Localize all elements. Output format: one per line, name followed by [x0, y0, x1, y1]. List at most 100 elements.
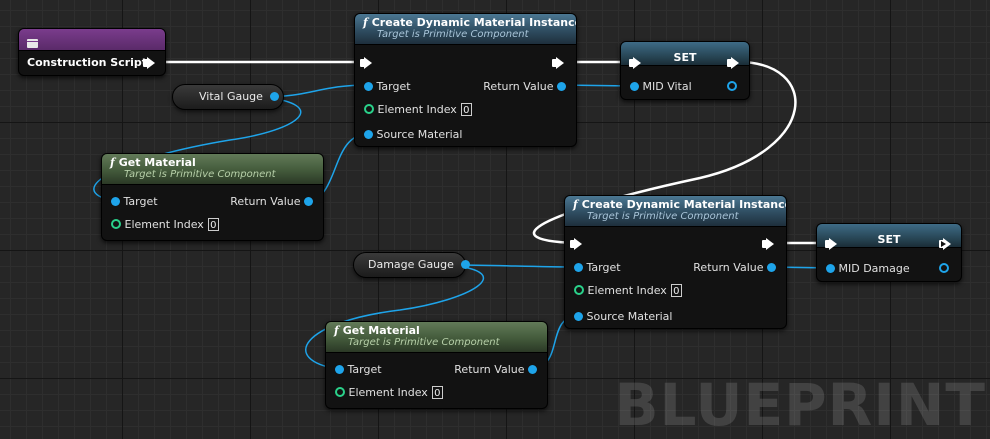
object-pin-icon[interactable]	[111, 197, 120, 206]
object-pin-icon[interactable]	[270, 92, 280, 101]
object-pin-icon[interactable]	[939, 263, 949, 273]
pin-label: Target	[376, 80, 411, 93]
pin-label: Target	[586, 261, 621, 274]
pin-label: Return Value	[483, 80, 554, 93]
vital-gauge-label: Vital Gauge	[199, 90, 263, 103]
object-pin-icon[interactable]	[767, 263, 776, 272]
int-pin-icon[interactable]	[335, 387, 345, 397]
set-damage-exec-out[interactable]	[939, 238, 951, 252]
get-material-vital-target-pin[interactable]: Target	[111, 195, 158, 209]
exec-out-icon[interactable]	[762, 238, 774, 250]
function-icon: f	[110, 156, 115, 169]
set-damage-out-pin[interactable]	[939, 262, 949, 276]
int-pin-icon[interactable]	[111, 219, 121, 229]
object-pin-icon[interactable]	[304, 197, 313, 206]
int-pin-icon[interactable]	[364, 104, 374, 114]
object-pin-icon[interactable]	[574, 312, 583, 321]
function-icon: f	[573, 198, 578, 211]
function-icon: f	[363, 16, 368, 29]
set-damage-exec-in[interactable]	[825, 238, 837, 252]
object-pin-icon[interactable]	[727, 81, 737, 91]
set-node-mid-vital[interactable]: SET MID Vital	[620, 41, 750, 100]
exec-in-icon[interactable]	[629, 57, 641, 69]
exec-in-icon[interactable]	[570, 238, 582, 250]
vital-gauge-variable[interactable]: Vital Gauge	[172, 84, 284, 110]
cdmi-damage-title: Create Dynamic Material Instance	[581, 198, 787, 211]
object-pin-icon[interactable]	[557, 82, 566, 91]
object-pin-icon[interactable]	[574, 263, 583, 272]
set-vital-out-pin[interactable]	[727, 80, 737, 94]
cdmi-damage-subtitle: Target is Primitive Component	[587, 211, 739, 222]
object-pin-icon[interactable]	[528, 365, 537, 374]
cdmi-vital-source-material-pin[interactable]: Source Material	[364, 128, 462, 142]
cdmi-damage-exec-in[interactable]	[570, 238, 582, 252]
construction-script-title: Construction Script	[27, 56, 148, 69]
pin-label: MID Damage	[838, 262, 910, 275]
cdmi-damage-source-material-pin[interactable]: Source Material	[574, 310, 672, 324]
construction-script-node[interactable]: Construction Script	[18, 28, 166, 76]
set-vital-var-pin[interactable]: MID Vital	[630, 80, 692, 94]
exec-in-icon[interactable]	[825, 238, 837, 250]
construction-exec-out[interactable]	[143, 57, 155, 71]
pin-label: Source Material	[376, 128, 463, 141]
object-pin-icon[interactable]	[364, 82, 373, 91]
cdmi-vital-exec-in[interactable]	[360, 57, 372, 71]
get-material-vital-return-pin[interactable]: Return Value	[230, 195, 313, 209]
pin-label: Target	[347, 363, 382, 376]
damage-gauge-variable[interactable]: Damage Gauge	[353, 252, 471, 278]
pin-label: MID Vital	[642, 80, 692, 93]
object-pin-icon[interactable]	[461, 260, 471, 269]
int-pin-icon[interactable]	[574, 285, 584, 295]
set-node-mid-damage[interactable]: SET MID Damage	[816, 223, 962, 282]
get-material-damage-title: Get Material	[342, 324, 420, 337]
element-index-input[interactable]: 0	[670, 284, 682, 297]
exec-out-icon[interactable]	[939, 238, 951, 250]
pin-label: Element Index	[587, 284, 667, 297]
get-material-vital-title: Get Material	[118, 156, 196, 169]
get-material-damage-subtitle: Target is Primitive Component	[348, 337, 500, 348]
pin-label: Element Index	[124, 218, 204, 231]
pin-label: Element Index	[348, 386, 428, 399]
cdmi-damage-return-pin[interactable]: Return Value	[693, 261, 776, 275]
get-material-damage-return-pin[interactable]: Return Value	[454, 363, 537, 377]
cdmi-vital-return-pin[interactable]: Return Value	[483, 80, 566, 94]
object-wire-vital-to-getmat1	[93, 96, 302, 202]
set-damage-var-pin[interactable]: MID Damage	[826, 262, 910, 276]
exec-out-icon[interactable]	[143, 57, 155, 69]
element-index-input[interactable]: 0	[207, 218, 219, 231]
object-pin-icon[interactable]	[364, 130, 373, 139]
object-pin-icon[interactable]	[630, 82, 639, 91]
cdmi-damage-target-pin[interactable]: Target	[574, 261, 621, 275]
exec-out-icon[interactable]	[552, 57, 564, 69]
damage-gauge-label: Damage Gauge	[368, 258, 454, 271]
element-index-input[interactable]: 0	[460, 103, 472, 116]
get-material-damage-target-pin[interactable]: Target	[335, 363, 382, 377]
exec-in-icon[interactable]	[360, 57, 372, 69]
set-vital-exec-out[interactable]	[727, 57, 739, 71]
set-damage-header: SET	[817, 224, 961, 248]
exec-out-icon[interactable]	[727, 57, 739, 69]
object-pin-icon[interactable]	[335, 365, 344, 374]
cdmi-vital-target-pin[interactable]: Target	[364, 80, 411, 94]
pin-label: Return Value	[230, 195, 301, 208]
construction-script-header: Construction Script	[19, 29, 165, 69]
cdmi-vital-subtitle: Target is Primitive Component	[377, 29, 529, 40]
set-vital-exec-in[interactable]	[629, 57, 641, 71]
element-index-input[interactable]: 0	[431, 386, 443, 399]
set-vital-title: SET	[673, 51, 697, 64]
cdmi-damage-exec-out[interactable]	[762, 238, 774, 252]
object-pin-icon[interactable]	[826, 264, 835, 273]
pin-label: Element Index	[377, 103, 457, 116]
cdmi-vital-exec-out[interactable]	[552, 57, 564, 71]
